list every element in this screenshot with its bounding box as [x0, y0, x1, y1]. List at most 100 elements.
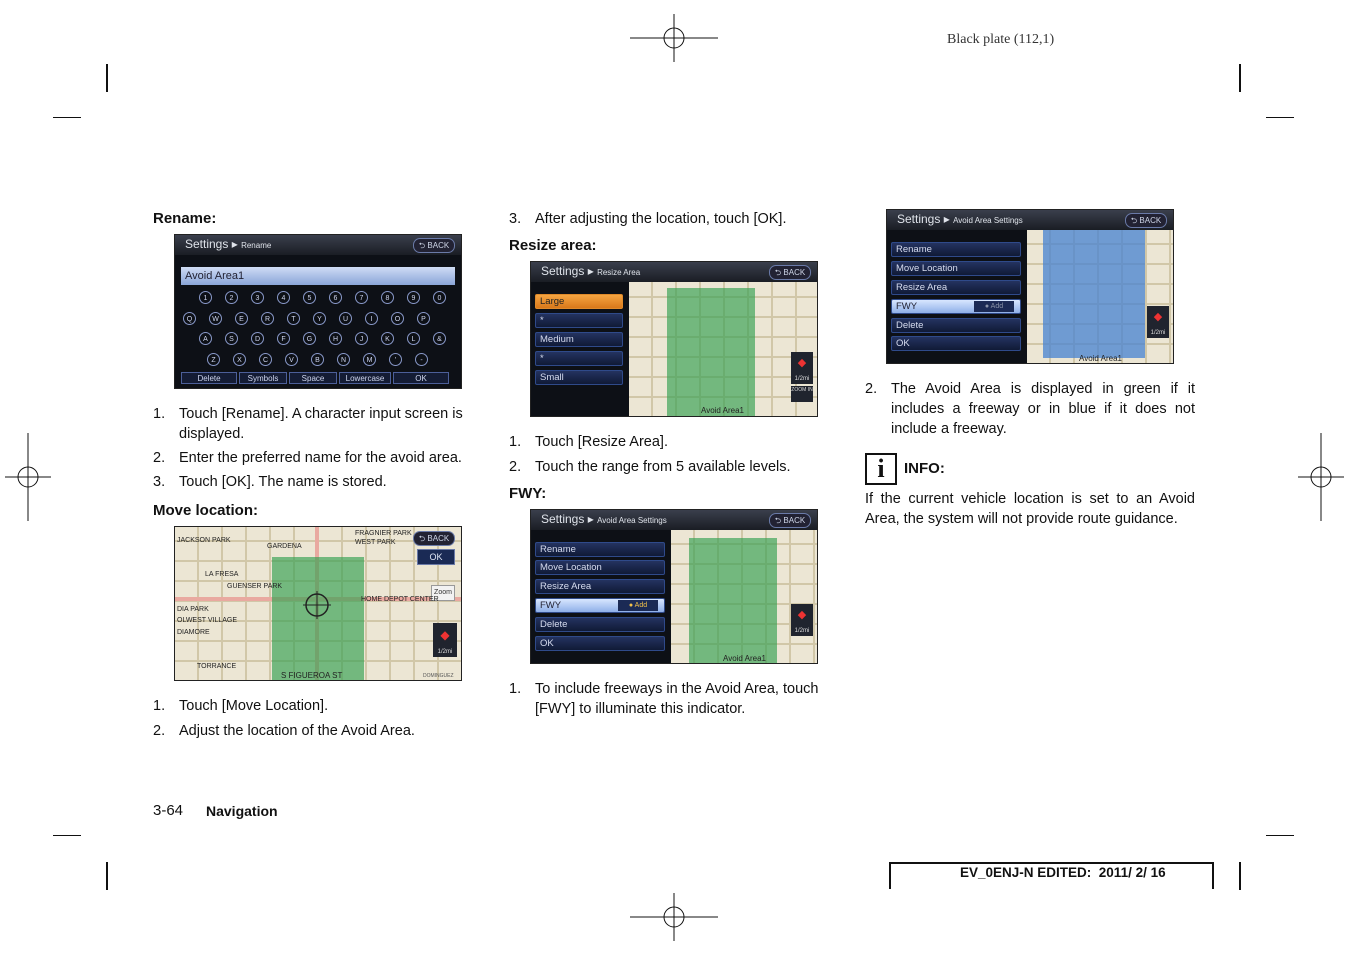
- map-label: OLWEST VILLAGE: [177, 617, 238, 624]
- menu-item-fwy[interactable]: FWY ● Add: [891, 299, 1021, 314]
- keyboard-key[interactable]: Q: [183, 311, 196, 325]
- zoom-in-button[interactable]: ZOOM IN: [791, 386, 813, 402]
- menu-item-rename[interactable]: Rename: [535, 542, 665, 557]
- back-button[interactable]: ⮌ BACK: [769, 265, 811, 280]
- ok-button[interactable]: OK: [417, 549, 455, 565]
- menu-item-move-location[interactable]: Move Location: [535, 560, 665, 575]
- keyboard-key[interactable]: 3: [251, 291, 264, 304]
- keyboard-key[interactable]: 6: [329, 291, 342, 304]
- map-label: DIAMORE: [177, 629, 210, 636]
- resize-option-level2[interactable]: *: [535, 313, 623, 328]
- keyboard-button[interactable]: Symbols: [239, 372, 287, 384]
- resize-option-medium[interactable]: Medium: [535, 332, 623, 347]
- menu-item-ok[interactable]: OK: [891, 336, 1021, 351]
- list-item: 1.Touch [Move Location].: [153, 698, 329, 714]
- keyboard-key[interactable]: 2: [225, 291, 238, 304]
- keyboard-key[interactable]: 0: [433, 291, 446, 304]
- menu-item-ok[interactable]: OK: [535, 636, 665, 651]
- keyboard-button[interactable]: Delete: [181, 372, 237, 384]
- registration-mark-right: [1298, 433, 1344, 521]
- keyboard-key[interactable]: &: [433, 332, 446, 345]
- keyboard-key[interactable]: 8: [381, 291, 394, 304]
- keyboard-key[interactable]: 4: [277, 291, 290, 304]
- edition-box: [889, 862, 1214, 889]
- resize-steps: 1.Touch [Resize Area]. 2.Touch the range…: [509, 432, 839, 477]
- back-button[interactable]: ⮌ BACK: [1125, 213, 1167, 228]
- keyboard-key[interactable]: R: [261, 311, 274, 325]
- screen-subtitle: Rename: [241, 241, 272, 250]
- keyboard-key[interactable]: G: [303, 332, 316, 345]
- menu-item-resize-area[interactable]: Resize Area: [535, 579, 665, 594]
- keyboard-key[interactable]: 7: [355, 291, 368, 304]
- map-scale: 1/2mi: [433, 647, 457, 657]
- keyboard-key[interactable]: -: [415, 352, 428, 366]
- resize-option-level4[interactable]: *: [535, 351, 623, 366]
- keyboard-key[interactable]: V: [285, 352, 298, 366]
- menu-item-rename[interactable]: Rename: [891, 242, 1021, 257]
- keyboard-key[interactable]: Y: [313, 311, 326, 325]
- keyboard-key[interactable]: B: [311, 352, 324, 366]
- list-item: 1.To include freeways in the Avoid Area,…: [509, 681, 819, 717]
- menu-item-resize-area[interactable]: Resize Area: [891, 280, 1021, 295]
- avoid-area-settings-screenshot: Settings ▸ Avoid Area Settings ⮌ BACK Re…: [886, 209, 1174, 364]
- keyboard-key[interactable]: F: [277, 332, 290, 345]
- crosshair-icon[interactable]: [303, 591, 331, 619]
- keyboard-key[interactable]: Z: [207, 352, 220, 366]
- crop-mark: [106, 862, 108, 890]
- menu-item-delete[interactable]: Delete: [891, 318, 1021, 333]
- menu-item-fwy[interactable]: FWY ● Add: [535, 598, 665, 613]
- name-input-field[interactable]: Avoid Area1: [181, 267, 455, 285]
- keyboard-key[interactable]: ': [389, 352, 402, 366]
- keyboard-key[interactable]: A: [199, 332, 212, 345]
- map-label: TORRANCE: [197, 663, 237, 670]
- keyboard-key[interactable]: L: [407, 332, 420, 345]
- keyboard-key[interactable]: D: [251, 332, 264, 345]
- menu-item-delete[interactable]: Delete: [535, 617, 665, 632]
- section-name: Navigation: [206, 803, 278, 819]
- avoid-area-label: Avoid Area1: [701, 406, 744, 415]
- keyboard-button[interactable]: Space: [289, 372, 337, 384]
- map-scale: 1/2mi: [791, 374, 813, 384]
- list-item: 1.Touch [Resize Area].: [509, 434, 668, 450]
- plate-label: Black plate (112,1): [947, 32, 1055, 47]
- resize-option-small[interactable]: Small: [535, 370, 623, 385]
- keyboard-key[interactable]: O: [391, 311, 404, 325]
- keyboard-key[interactable]: K: [381, 332, 394, 345]
- keyboard-key[interactable]: E: [235, 311, 248, 325]
- keyboard-key[interactable]: 1: [199, 291, 212, 304]
- resize-option-large[interactable]: Large: [535, 294, 623, 309]
- keyboard-key[interactable]: 9: [407, 291, 420, 304]
- keyboard-button[interactable]: Lowercase: [339, 372, 391, 384]
- keyboard-key[interactable]: M: [363, 352, 376, 366]
- crop-mark: [1266, 117, 1294, 118]
- zoom-button[interactable]: Zoom: [431, 585, 455, 601]
- keyboard-key[interactable]: J: [355, 332, 368, 345]
- keyboard-key[interactable]: 5: [303, 291, 316, 304]
- registration-mark-top: [630, 14, 718, 62]
- keyboard-key[interactable]: C: [259, 352, 272, 366]
- map-label: JACKSON PARK: [177, 537, 231, 544]
- rename-steps: 1.Touch [Rename]. A character input scre…: [153, 404, 485, 492]
- keyboard-key[interactable]: S: [225, 332, 238, 345]
- back-button[interactable]: ⮌ BACK: [413, 238, 455, 253]
- back-button[interactable]: ⮌ BACK: [769, 513, 811, 528]
- compass-icon: ◆: [791, 352, 813, 374]
- resize-area-screenshot: Settings ▸ Resize Area ⮌ BACK Large * Me…: [530, 261, 818, 417]
- keyboard-key[interactable]: P: [417, 311, 430, 325]
- keyboard-key[interactable]: X: [233, 352, 246, 366]
- keyboard-key[interactable]: H: [329, 332, 342, 345]
- keyboard-key[interactable]: T: [287, 311, 300, 325]
- keyboard-key[interactable]: U: [339, 311, 352, 325]
- keyboard-key[interactable]: N: [337, 352, 350, 366]
- keyboard-key[interactable]: I: [365, 311, 378, 325]
- fwy-screenshot: Settings ▸ Avoid Area Settings ⮌ BACK Re…: [530, 509, 818, 664]
- compass-icon: ◆: [433, 623, 457, 647]
- keyboard-button[interactable]: OK: [393, 372, 449, 384]
- crop-mark: [53, 117, 81, 118]
- map-label: GUENSER PARK: [227, 583, 283, 590]
- keyboard-key[interactable]: W: [209, 311, 222, 325]
- back-button[interactable]: ⮌ BACK: [413, 531, 455, 546]
- screen-title: Settings: [897, 212, 941, 226]
- menu-item-move-location[interactable]: Move Location: [891, 261, 1021, 276]
- crop-mark: [1266, 835, 1294, 836]
